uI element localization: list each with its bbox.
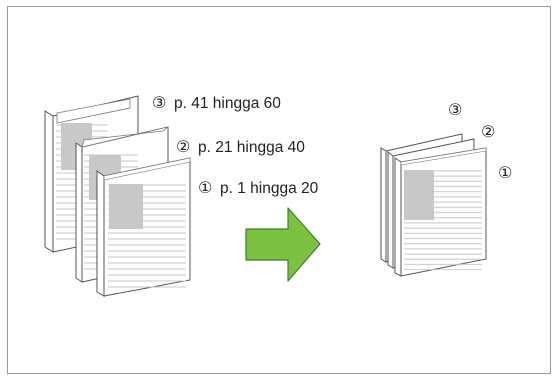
booklet-icon-1	[96, 157, 191, 297]
booklet-2-number: ②	[176, 137, 190, 156]
stacked-booklets-icon	[380, 133, 487, 277]
booklet-1-number: ①	[198, 178, 212, 197]
stack-number-2: ②	[481, 122, 495, 141]
stack-number-1: ①	[498, 163, 512, 182]
stack-number-3: ③	[448, 100, 462, 119]
booklet-2-range-label: p. 21 hingga 40	[198, 139, 305, 156]
booklet-3-number: ③	[152, 93, 166, 112]
right-arrow-icon	[245, 207, 321, 282]
booklet-3-range-label: p. 41 hingga 60	[174, 95, 281, 112]
booklet-1-range-label: p. 1 hingga 20	[220, 180, 319, 197]
